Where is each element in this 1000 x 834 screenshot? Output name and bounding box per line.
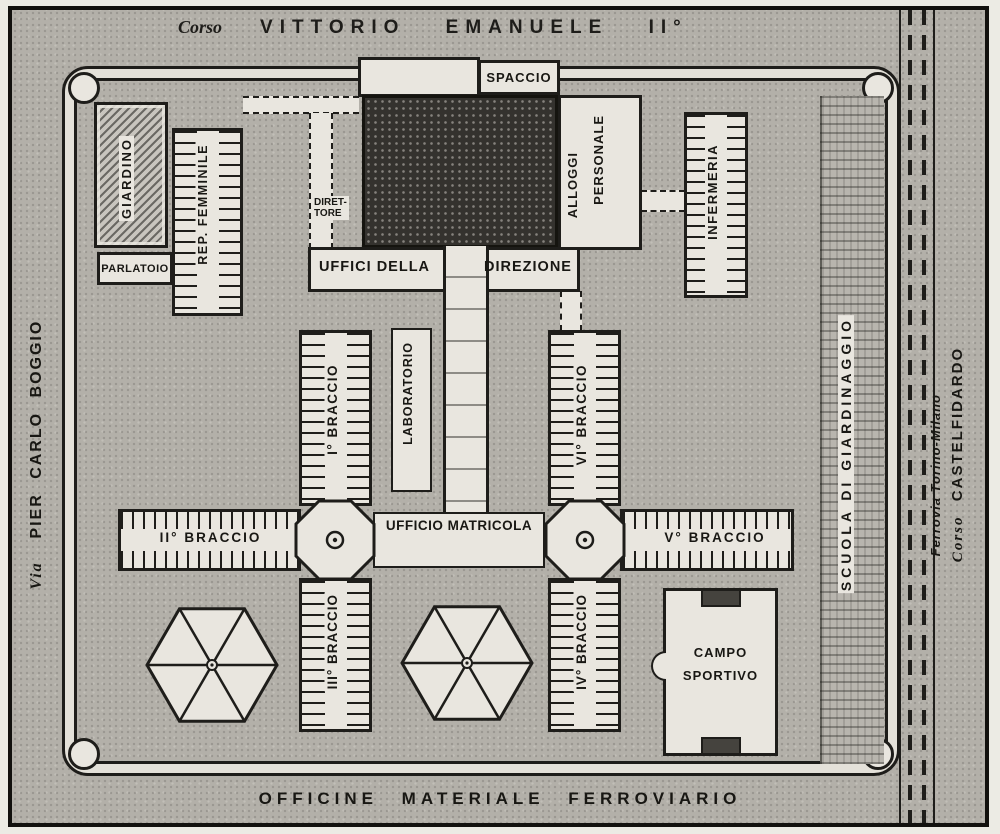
wing-5-braccio bbox=[620, 509, 794, 571]
goal-box-top bbox=[701, 589, 741, 607]
lodgings-label-line2: PERSONALE bbox=[591, 115, 606, 205]
corridor-entrance-west bbox=[243, 96, 359, 114]
entrance-building bbox=[358, 57, 480, 97]
rotunda-hub-left bbox=[294, 499, 376, 581]
street-left-via-boggio: Via PIER CARLO BOGGIO bbox=[28, 318, 46, 592]
administration-building bbox=[362, 95, 558, 248]
wing-6-label: VI° BRACCIO bbox=[574, 362, 590, 468]
spaccio-label: SPACCIO bbox=[486, 70, 552, 85]
railway-edge-line-left bbox=[899, 10, 901, 823]
railway-track-1 bbox=[908, 10, 912, 823]
garden-label: GIARDINO bbox=[119, 136, 134, 221]
rotunda-hub-right bbox=[544, 499, 626, 581]
registry-office-band bbox=[373, 512, 545, 568]
wing-2-braccio bbox=[118, 509, 301, 571]
registry-office-label: UFFICIO MATRICOLA bbox=[385, 518, 533, 533]
rotunda-center-dot bbox=[582, 537, 588, 543]
corridor-to-infirmary bbox=[641, 190, 685, 212]
street-right-prefix: Corso bbox=[950, 515, 966, 563]
sports-field-label-2: SPORTIVO bbox=[682, 668, 759, 683]
corridor-to-wing-6 bbox=[560, 291, 582, 331]
rotunda-center-dot bbox=[332, 537, 338, 543]
parlatoio-label: PARLATOIO bbox=[101, 262, 169, 275]
corner-tower-bottom-left bbox=[68, 738, 100, 770]
womens-ward-label: REP. FEMMINILE bbox=[196, 142, 211, 267]
director-label-line2: TORE bbox=[314, 208, 342, 219]
street-left-name: PIER CARLO BOGGIO bbox=[28, 320, 45, 539]
corridor-director bbox=[309, 113, 333, 249]
gardening-school-label: SCUOLA DI GIARDINAGGIO bbox=[838, 315, 854, 594]
director-label: DIRET- TORE bbox=[312, 196, 349, 220]
sports-field bbox=[651, 588, 778, 756]
wing-4-label: IV° BRACCIO bbox=[574, 592, 590, 692]
street-right-name: CASTELFIDARDO bbox=[949, 347, 966, 502]
exercise-yard-hexagon-left bbox=[145, 607, 279, 723]
street-top-name: VITTORIO EMANUELE II° bbox=[260, 17, 688, 38]
parlatoio-building: PARLATOIO bbox=[97, 252, 173, 285]
street-right-corso-castelfidardo: Corso CASTELFIDARDO bbox=[949, 345, 967, 564]
wing-2-label: II° BRACCIO bbox=[159, 530, 262, 545]
railway-edge-line-right bbox=[933, 10, 935, 823]
exercise-yard-hexagon-right bbox=[400, 605, 534, 721]
infirmary-label: INFERMERIA bbox=[705, 142, 720, 242]
central-corridor bbox=[443, 246, 489, 514]
railway-track-2 bbox=[922, 10, 926, 823]
corner-tower-top-left bbox=[68, 72, 100, 104]
wing-3-label: III° BRACCIO bbox=[325, 592, 341, 692]
wing-1-label: I° BRACCIO bbox=[325, 362, 341, 457]
staff-lodgings-building bbox=[558, 95, 642, 250]
railway-label: Ferrovia Torino-Milano bbox=[928, 394, 943, 557]
spaccio-building: SPACCIO bbox=[478, 60, 560, 95]
street-bottom-officine: OFFICINE MATERIALE FERROVIARIO bbox=[258, 789, 742, 808]
street-top-prefix: Corso bbox=[178, 17, 223, 37]
street-top-corso-vittorio-emanuele: Corso VITTORIO EMANUELE II° bbox=[178, 17, 688, 39]
laboratory-label: LABORATORIO bbox=[401, 340, 416, 447]
sports-field-label-1: CAMPO bbox=[693, 645, 748, 660]
lodgings-label-line1: ALLOGGI bbox=[565, 152, 580, 219]
offices-label: UFFICI DELLA bbox=[318, 259, 431, 275]
director-label-line1: DIRET- bbox=[314, 197, 347, 208]
wing-5-label: V° BRACCIO bbox=[664, 530, 766, 545]
direction-label: DIREZIONE bbox=[484, 259, 572, 275]
goal-box-bottom bbox=[701, 737, 741, 755]
street-left-prefix: Via bbox=[28, 561, 45, 590]
